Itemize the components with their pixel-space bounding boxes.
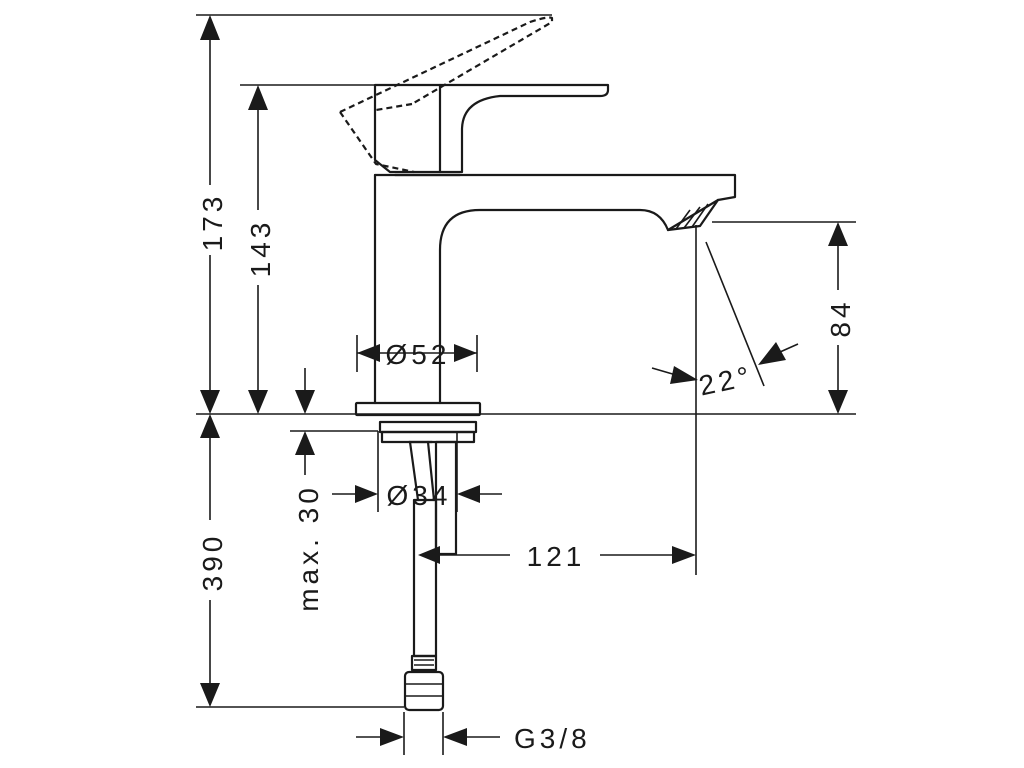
shank-diameter-label: Ø34 [387,480,452,511]
spray-angle-label: 22° [696,360,756,402]
spout-height-label: 84 [825,298,856,337]
lever-handle [373,83,610,177]
overall-height-label: 173 [197,193,228,252]
dimension-lines [200,15,848,746]
connection-thread-label: G3/8 [514,723,591,754]
dimension-labels: 173 143 390 max. 30 84 Ø52 Ø34 121 G3/8 … [197,193,856,754]
faucet-body [354,173,737,417]
base-diameter-label: Ø52 [386,339,451,370]
lever-height-label: 143 [245,219,276,278]
projection-label: 121 [527,541,586,572]
counter-thickness-label: max. 30 [293,484,324,612]
shank-and-hoses [378,420,478,712]
reference-lines [196,14,856,755]
lever-handle-open [339,16,554,174]
hose-length-label: 390 [197,533,228,592]
